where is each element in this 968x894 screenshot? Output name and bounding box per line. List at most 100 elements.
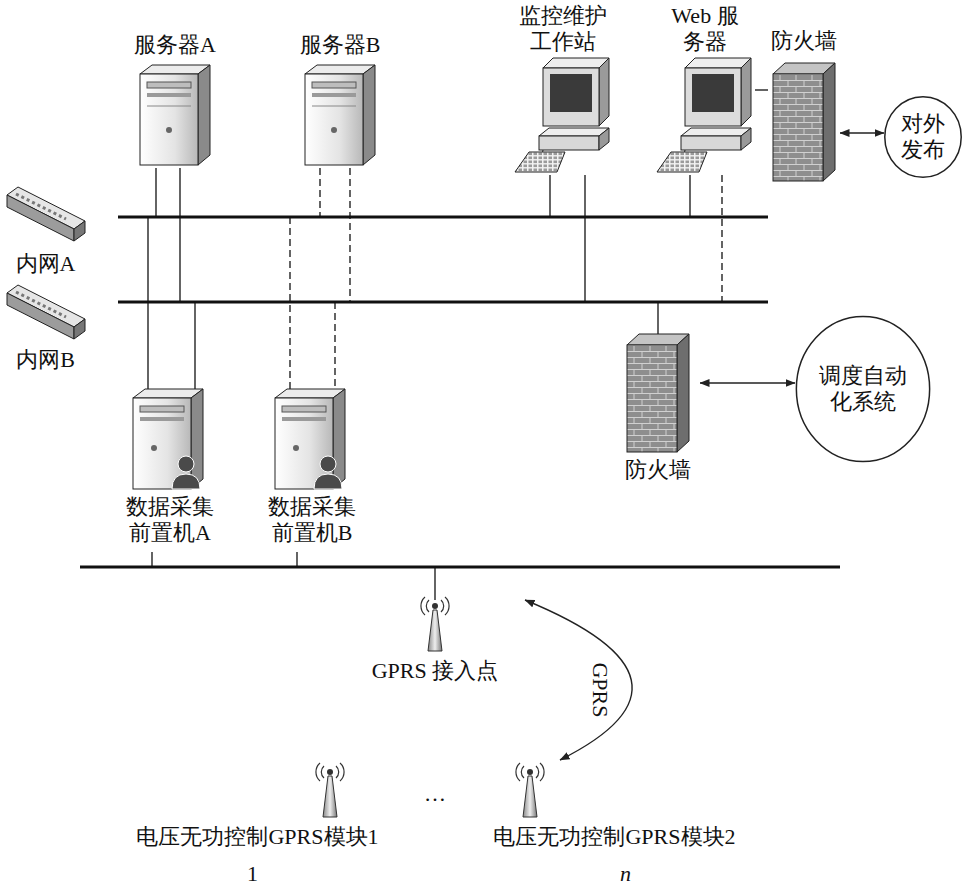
note-label: … xyxy=(424,782,446,806)
line-shape xyxy=(721,175,722,302)
polygon-shape xyxy=(333,389,345,489)
path-shape xyxy=(421,597,449,615)
g-shape xyxy=(80,168,840,600)
line-shape xyxy=(319,168,320,217)
node-label: 防火墙 xyxy=(771,28,837,54)
line-shape xyxy=(549,175,550,217)
front-icon xyxy=(274,388,350,490)
circle-shape xyxy=(151,445,157,451)
g-shape xyxy=(148,168,690,600)
line-shape xyxy=(155,168,156,217)
device-node: 监控维护 工作站 xyxy=(505,3,620,174)
device-node: 服务器B xyxy=(285,32,395,166)
ant-icon xyxy=(515,762,545,818)
rect-shape xyxy=(282,417,326,421)
rect-shape xyxy=(550,74,592,112)
device-node: 电压无功控制GPRS模块1 xyxy=(80,762,435,850)
rect-shape xyxy=(539,136,599,150)
rect-shape xyxy=(140,417,184,421)
circle-shape xyxy=(527,769,533,775)
circle-shape xyxy=(327,769,333,775)
node-label: 数据采集 前置机A xyxy=(124,494,216,545)
node-label: 数据采集 前置机B xyxy=(266,494,358,545)
polygon-shape xyxy=(539,128,609,136)
polygon-shape xyxy=(428,610,442,651)
polygon-shape xyxy=(741,128,751,150)
rect-shape xyxy=(282,406,326,412)
polygon-shape xyxy=(543,58,609,68)
rect-shape xyxy=(685,68,741,126)
path-shape xyxy=(16,292,66,317)
polygon-shape xyxy=(198,65,210,165)
ellipse-shape xyxy=(885,97,961,177)
line-shape xyxy=(584,175,585,302)
rect-shape xyxy=(773,74,823,181)
polygon-shape xyxy=(685,58,751,68)
system-ellipse: 调度自动 化系统 xyxy=(795,315,931,463)
node-label: Web 服务器 xyxy=(669,3,741,54)
path-shape xyxy=(516,763,544,781)
node-label: 内网B xyxy=(16,347,75,373)
path-shape xyxy=(314,474,342,489)
device-node: 防火墙 xyxy=(768,28,840,182)
rect-shape xyxy=(312,82,356,88)
line-shape xyxy=(349,168,350,302)
ant-icon xyxy=(420,596,450,652)
rect-shape xyxy=(140,74,198,165)
rect-shape xyxy=(312,93,356,97)
server-icon xyxy=(139,64,211,166)
line-shape xyxy=(289,217,290,392)
line-shape xyxy=(147,105,191,106)
circle-shape xyxy=(331,127,337,133)
polygon-shape xyxy=(7,293,74,339)
system-ellipse: 对外 发布 xyxy=(884,96,962,178)
link-label: GPRS xyxy=(588,660,612,719)
device-node: 数据采集 前置机B xyxy=(247,388,377,545)
polygon-shape xyxy=(74,221,85,241)
note-label: n xyxy=(620,862,631,886)
bus-line xyxy=(80,566,840,569)
node-label: 服务器B xyxy=(300,32,381,58)
line-shape xyxy=(179,168,180,302)
polygon-shape xyxy=(657,152,707,172)
rect-shape xyxy=(147,82,191,88)
circle-shape xyxy=(320,456,336,472)
ant-icon xyxy=(315,762,345,818)
polygon-shape xyxy=(523,776,537,817)
note-label: 1 xyxy=(247,862,258,886)
front-icon xyxy=(132,388,208,490)
rect-shape xyxy=(627,345,677,452)
fw-icon xyxy=(626,333,690,453)
node-label: 电压无功控制GPRS模块2 xyxy=(493,824,735,850)
polygon-shape xyxy=(323,776,337,817)
device-node: 电压无功控制GPRS模块2 xyxy=(437,762,792,850)
rect-shape xyxy=(543,68,599,126)
polygon-shape xyxy=(515,152,565,172)
line-shape xyxy=(434,567,435,600)
line-shape xyxy=(147,217,148,392)
polygon-shape xyxy=(677,334,689,452)
device-node: GPRS 接入点 xyxy=(345,596,525,684)
circle-shape xyxy=(432,603,438,609)
polygon-shape xyxy=(191,389,203,489)
line-shape xyxy=(334,302,335,392)
polygon-shape xyxy=(7,195,74,241)
path-shape xyxy=(172,474,200,489)
device-node: 内网A xyxy=(3,185,88,277)
polygon-shape xyxy=(681,128,751,136)
line-shape xyxy=(151,552,152,567)
device-node: 服务器A xyxy=(120,32,230,166)
link-line xyxy=(700,382,795,383)
ws-icon xyxy=(655,56,755,174)
line-shape xyxy=(312,105,356,106)
node-label: 监控维护 工作站 xyxy=(517,3,609,54)
line-shape xyxy=(689,175,690,217)
rect-shape xyxy=(681,136,741,150)
sw-icon xyxy=(6,185,86,243)
node-label: 服务器A xyxy=(134,32,216,58)
path-shape xyxy=(316,763,344,781)
device-node: 内网B xyxy=(3,283,88,373)
bus-line xyxy=(118,216,768,219)
polygon-shape xyxy=(741,58,751,126)
